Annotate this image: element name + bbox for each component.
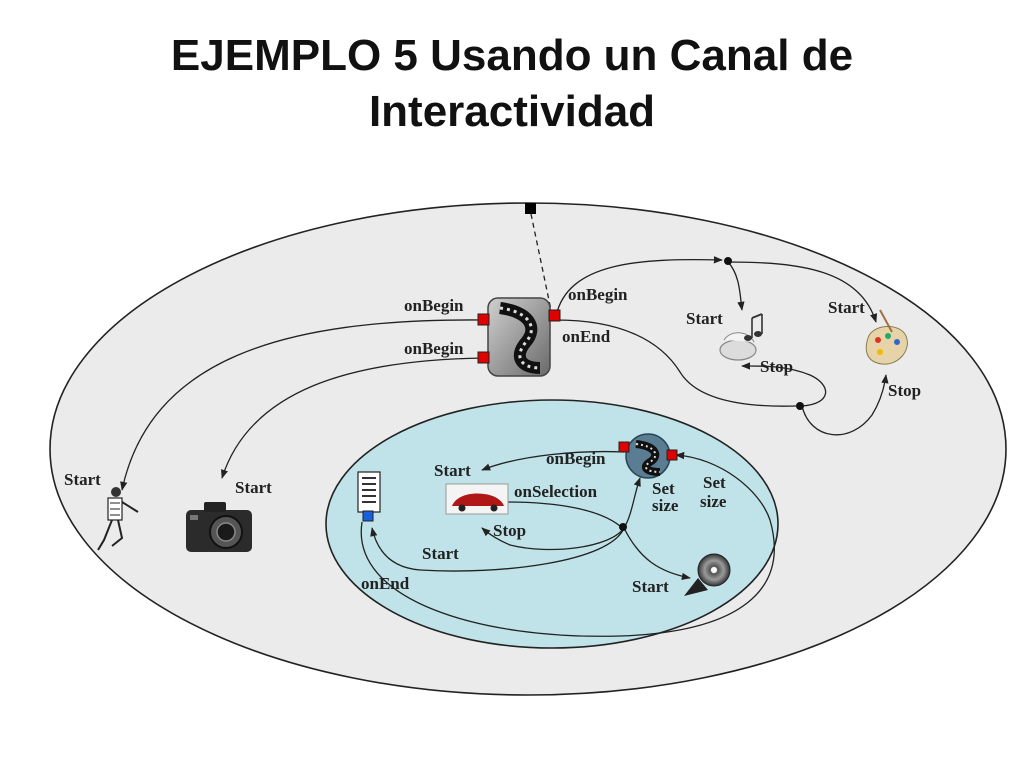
label-onselection: onSelection [514, 482, 598, 501]
arrow-fork-to-palette-stop [801, 374, 889, 436]
port-inner-onbegin[interactable] [618, 441, 630, 453]
title-line-1: EJEMPLO 5 Usando un Canal de [170, 31, 854, 80]
label-stop-inner: Stop [493, 521, 526, 540]
label-setsize-2-line1: Set [703, 473, 726, 492]
arrow-to-disc-start [623, 527, 691, 580]
label-onbegin-inner: onBegin [546, 449, 606, 468]
port-onbegin-left-top[interactable] [477, 313, 490, 326]
arrow-onselection [505, 501, 621, 527]
port-right[interactable] [548, 309, 561, 322]
arrow-onend-to-setsize-2 [360, 451, 775, 637]
label-setsize-1-line1: Set [652, 479, 675, 498]
inner-context-ellipse [325, 399, 779, 649]
label-start-camera: Start [235, 478, 272, 497]
disc-icon[interactable] [684, 553, 731, 596]
arrow-onbegin-inner-to-start [481, 450, 625, 471]
arrow-onend-to-stops [555, 319, 797, 407]
label-start-music: Start [686, 309, 723, 328]
arrow-fork-to-music-stop [741, 362, 827, 407]
arrow-fork-to-palette [727, 261, 878, 323]
music-notes-icon[interactable] [719, 313, 763, 361]
label-stop-music: Stop [760, 357, 793, 376]
runner-icon[interactable] [97, 487, 139, 551]
label-start-disc: Start [632, 577, 669, 596]
junction-dot-top [724, 257, 732, 265]
label-start-bottom: Start [422, 544, 459, 563]
slide-title: EJEMPLO 5 Usando un Canal de Interactivi… [0, 28, 1024, 140]
port-inner-right[interactable] [666, 449, 678, 461]
label-onbegin-left-bottom: onBegin [404, 339, 464, 358]
arrow-onbegin-to-camera [221, 357, 485, 479]
label-setsize-2-line2: size [700, 492, 727, 511]
label-onend-right: onEnd [562, 327, 611, 346]
junction-dot-right [796, 402, 804, 410]
arrow-to-document-start [370, 527, 625, 572]
port-document-onend[interactable] [362, 510, 374, 522]
junction-dot-inner [619, 523, 627, 531]
port-onbegin-left-bottom[interactable] [477, 351, 490, 364]
label-onbegin-right: onBegin [568, 285, 628, 304]
top-port[interactable] [525, 203, 536, 214]
document-icon[interactable] [357, 471, 381, 513]
small-film-icon[interactable] [625, 433, 671, 479]
arrow-onbegin-to-music-palette [555, 256, 723, 317]
arrow-to-inner-stop [481, 527, 625, 551]
label-start-inner: Start [434, 461, 471, 480]
label-stop-palette: Stop [888, 381, 921, 400]
label-onend-doc: onEnd [361, 574, 410, 593]
label-start-palette: Start [828, 298, 865, 317]
label-setsize-1-line2: size [652, 496, 679, 515]
paint-palette-icon[interactable] [865, 309, 908, 365]
dashed-link [530, 213, 552, 311]
arrow-fork-to-music [727, 261, 745, 311]
film-reel-icon[interactable] [487, 297, 551, 377]
label-start-runner: Start [64, 470, 101, 489]
label-onbegin-left-top: onBegin [404, 296, 464, 315]
red-car-icon[interactable] [445, 483, 509, 515]
title-line-2: Interactividad [368, 87, 656, 136]
camera-icon[interactable] [186, 502, 252, 552]
arrow-onbegin-to-runner [120, 319, 485, 491]
